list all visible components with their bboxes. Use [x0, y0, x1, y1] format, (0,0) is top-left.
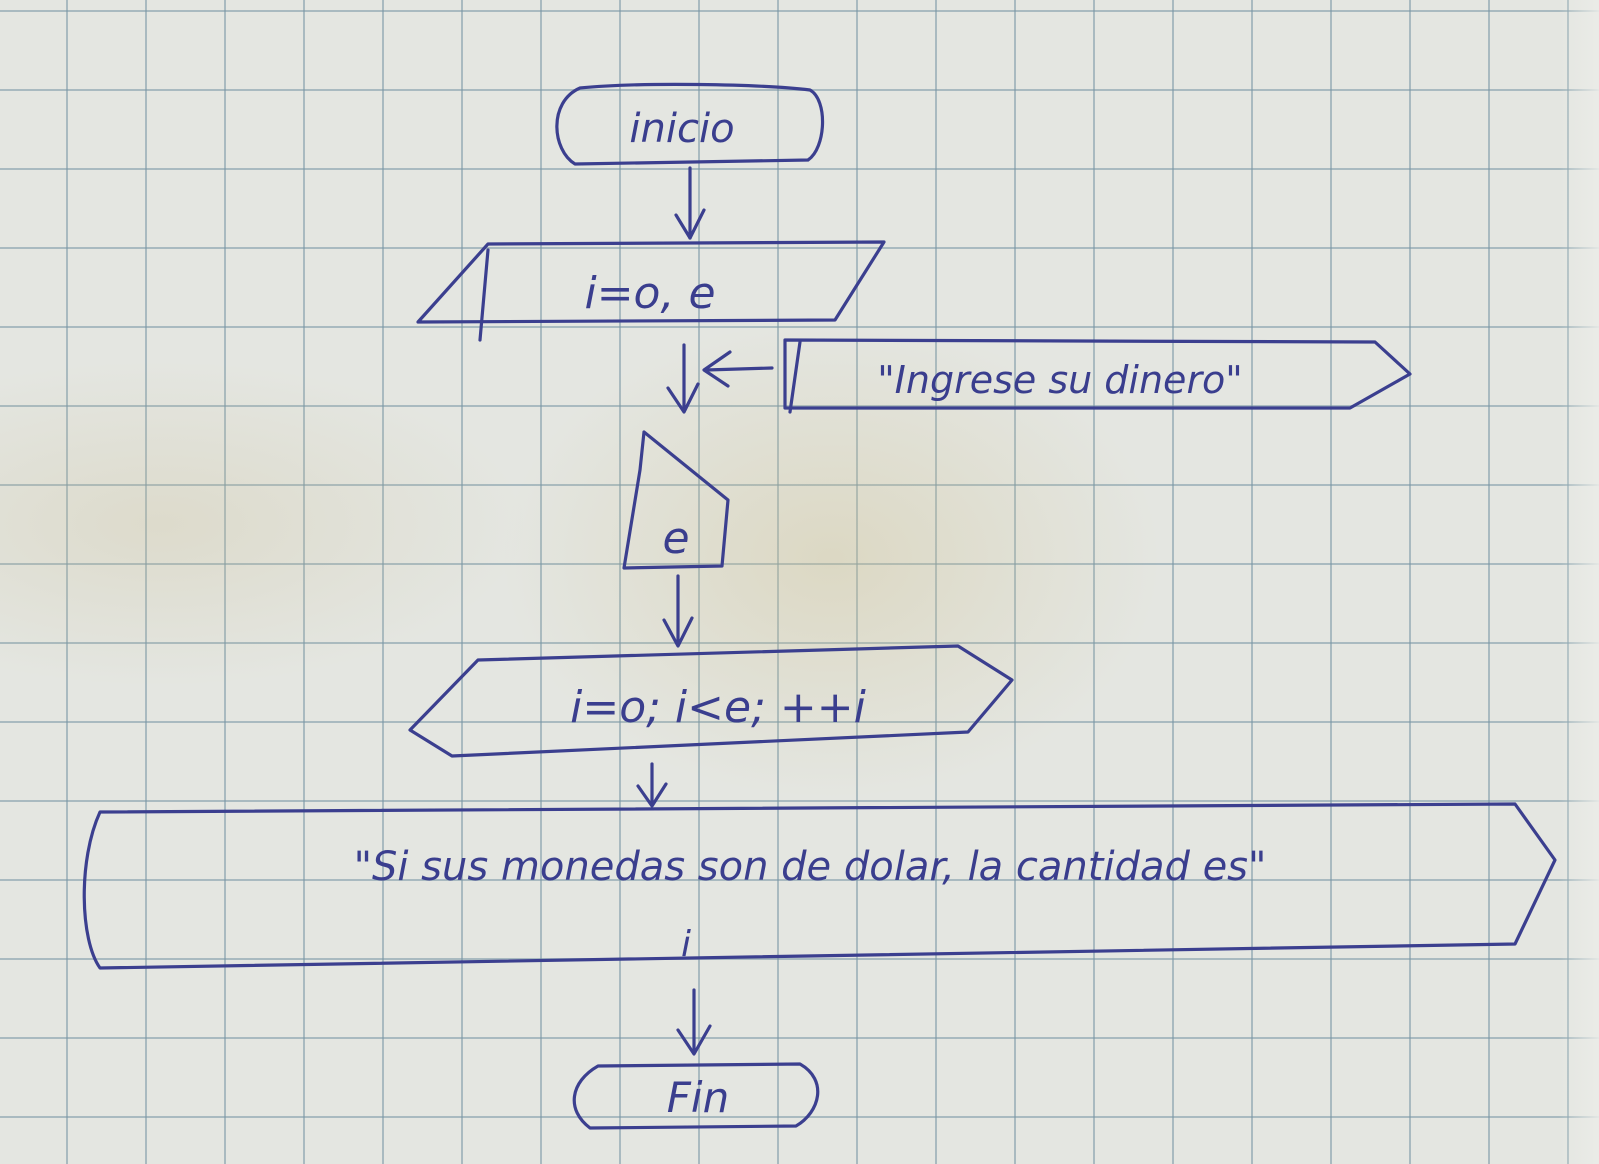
prompt-display-shape: "Ingrese su dinero": [783, 338, 1412, 414]
declaration-parallelogram: i=o, e: [416, 240, 886, 342]
prompt-label: "Ingrese su dinero": [877, 358, 1243, 402]
arrow-prompt-to-flow: [702, 350, 774, 388]
output-label: "Si sus monedas son de dolar, la cantida…: [354, 844, 1267, 890]
end-label: Fin: [667, 1073, 729, 1122]
arrow-declare-to-input: [666, 343, 700, 414]
arrow-start-to-declare: [674, 166, 706, 240]
declaration-label: i=o, e: [584, 268, 715, 319]
loop-label: i=o; i<e; ++i: [570, 682, 867, 733]
arrow-output-to-end: [676, 988, 712, 1056]
loop-hexagon: i=o; i<e; ++i: [408, 644, 1014, 758]
output-marker: i: [681, 924, 691, 965]
input-label: e: [662, 513, 689, 564]
start-label: inicio: [629, 106, 734, 152]
end-terminator: Fin: [572, 1062, 820, 1130]
paper-edge: [1559, 0, 1599, 1164]
arrow-input-to-loop: [662, 574, 694, 648]
manual-input-shape: e: [622, 430, 730, 570]
output-display-shape: "Si sus monedas son de dolar, la cantida…: [82, 802, 1557, 970]
arrow-loop-to-output: [636, 762, 668, 808]
start-terminator: inicio: [555, 82, 825, 166]
